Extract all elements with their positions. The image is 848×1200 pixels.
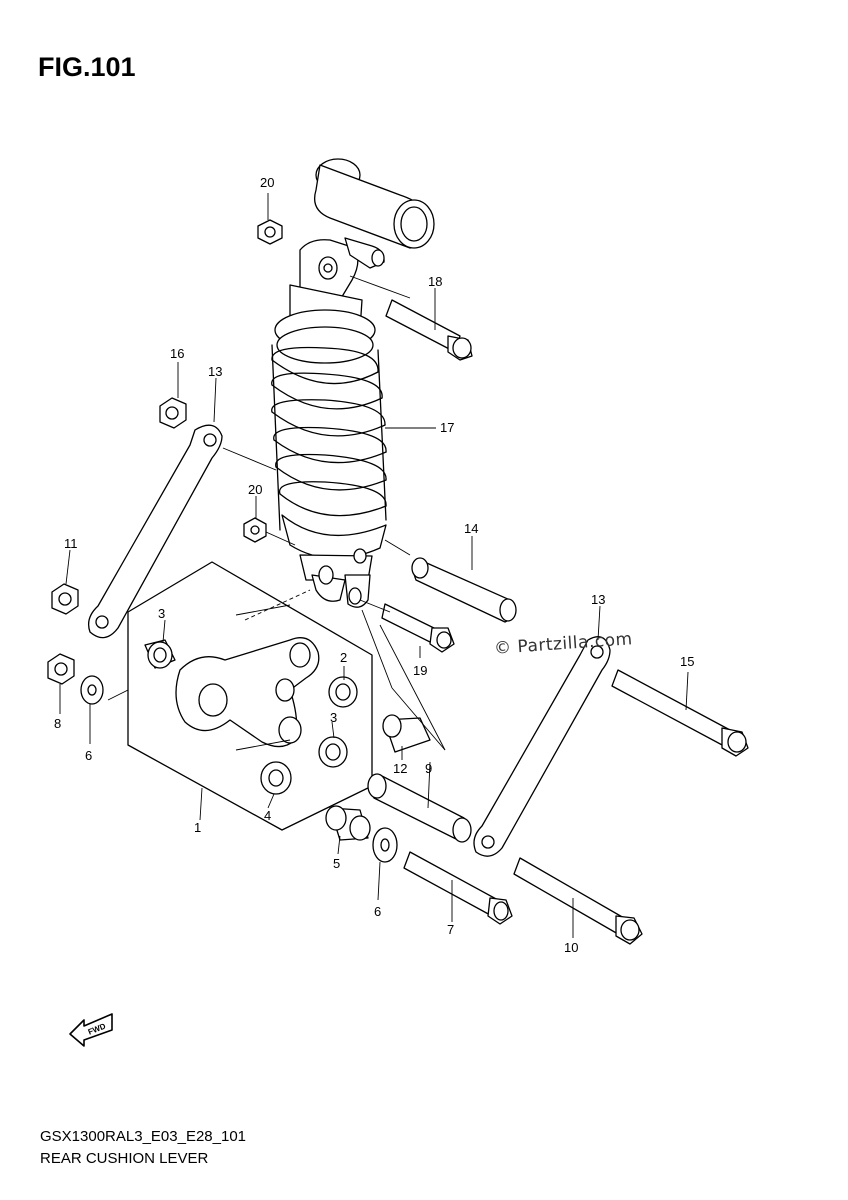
callout-14: 14 (464, 521, 478, 536)
callout-4: 4 (264, 808, 271, 823)
spacer-9[interactable] (367, 773, 472, 843)
bolt-15[interactable] (611, 669, 749, 757)
bolt-19[interactable] (381, 603, 455, 653)
callout-19: 19 (413, 663, 427, 678)
callout-2: 2 (340, 650, 347, 665)
callout-17: 17 (440, 420, 454, 435)
rear-shock-absorber[interactable] (271, 158, 435, 608)
bolt-7[interactable] (403, 851, 513, 925)
callout-8: 8 (54, 716, 61, 731)
callout-9: 9 (425, 761, 432, 776)
callout-12: 12 (393, 761, 407, 776)
bolt-18[interactable] (385, 299, 473, 361)
callout-13b: 13 (591, 592, 605, 607)
nut-8[interactable] (47, 653, 75, 685)
nut-20-lower[interactable] (243, 517, 267, 543)
washer-6-left[interactable] (80, 675, 104, 705)
callout-6a: 6 (85, 748, 92, 763)
callout-10: 10 (564, 940, 578, 955)
spacer-14[interactable] (411, 557, 517, 623)
callout-20b: 20 (248, 482, 262, 497)
callout-1: 1 (194, 820, 201, 835)
callout-16: 16 (170, 346, 184, 361)
section-name: REAR CUSHION LEVER (40, 1150, 209, 1167)
cushion-rod-13-right[interactable] (473, 636, 611, 857)
callout-labels: 20 18 16 13 17 20 14 11 13 3 2 15 19 3 8… (54, 175, 694, 955)
figure-title: FIG.101 (38, 52, 136, 82)
washer-6-right[interactable] (372, 827, 398, 863)
callout-3a: 3 (158, 606, 165, 621)
callout-11: 11 (64, 536, 78, 551)
callout-6b: 6 (374, 904, 381, 919)
callout-20a: 20 (260, 175, 274, 190)
cushion-lever-assembly[interactable] (127, 561, 373, 831)
callout-13a: 13 (208, 364, 222, 379)
model-code: GSX1300RAL3_E03_E28_101 (40, 1128, 247, 1145)
cushion-rod-13-left[interactable] (87, 424, 223, 639)
nut-16[interactable] (159, 397, 187, 429)
nut-11[interactable] (51, 583, 79, 615)
callout-5: 5 (333, 856, 340, 871)
callout-7: 7 (447, 922, 454, 937)
bolt-10[interactable] (513, 857, 643, 945)
spacer-12[interactable] (382, 714, 431, 753)
callout-18: 18 (428, 274, 442, 289)
callout-3b: 3 (330, 710, 337, 725)
nut-20-top[interactable] (257, 219, 283, 245)
spacer-5[interactable] (325, 805, 371, 841)
fwd-arrow-icon: FWD (69, 1013, 113, 1047)
callout-15: 15 (680, 654, 694, 669)
leader-lines (59, 193, 689, 938)
